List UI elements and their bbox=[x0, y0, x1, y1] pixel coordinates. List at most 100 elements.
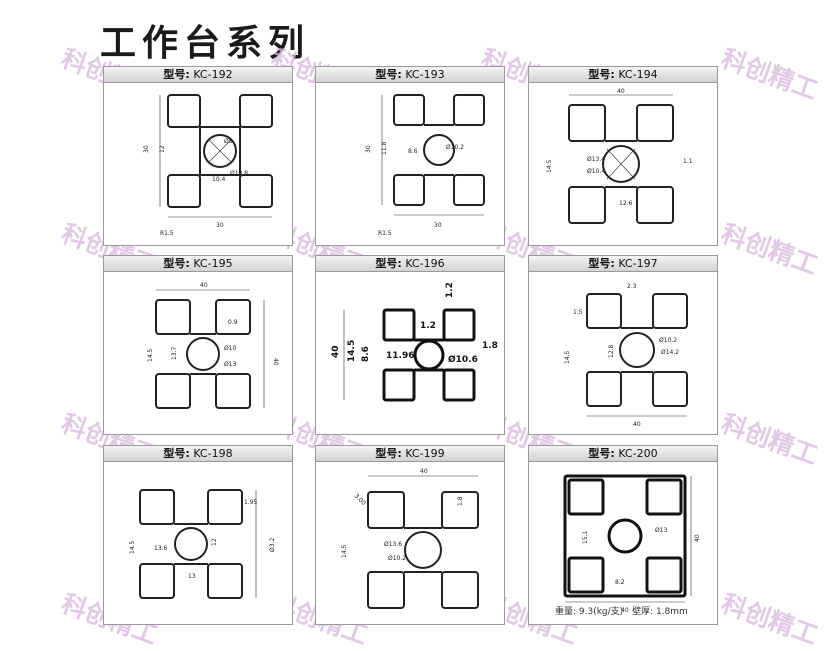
model-label: 型号: bbox=[588, 257, 615, 270]
profile-drawing-kc-194: 40 14.5 12.6 Ø13.4 Ø10.4 1.1 bbox=[546, 88, 693, 224]
model-number: KC-193 bbox=[405, 68, 445, 81]
model-label: 型号: bbox=[163, 68, 190, 81]
watermark-text: 科创精工 bbox=[717, 43, 822, 106]
profile-card-header: 型号: KC-197 bbox=[529, 256, 717, 272]
model-number: KC-197 bbox=[618, 257, 658, 270]
dim-label: 14.5 bbox=[546, 159, 553, 173]
dim-label: 8.6 bbox=[408, 148, 418, 155]
dim-label: 3.00 bbox=[353, 492, 368, 507]
profile-card-header: 型号: KC-194 bbox=[529, 67, 717, 83]
profile-card-kc-192: 型号: KC-192 30 30 12 10.4 Ø8 Ø10.8 R1.5 bbox=[103, 66, 293, 246]
dim-label: Ø10 bbox=[224, 345, 237, 352]
dim-label: 1.8 bbox=[457, 496, 464, 506]
profile-card-header: 型号: KC-193 bbox=[316, 67, 504, 83]
dim-label: 40 bbox=[617, 88, 625, 95]
model-label: 型号: bbox=[375, 447, 402, 460]
dim-label: 10.4 bbox=[212, 176, 226, 183]
profile-card-header: 型号: KC-195 bbox=[104, 256, 292, 272]
dim-label: 40 bbox=[633, 421, 641, 428]
dim-label: 40 bbox=[272, 358, 279, 366]
dim-label: Ø3.2 bbox=[269, 538, 276, 552]
profile-drawing-kc-193: 30 30 11.8 8.6 Ø10.2 R1.5 bbox=[365, 94, 485, 237]
dim-label: 8.6 bbox=[361, 346, 371, 362]
profile-card-kc-199: 型号: KC-199 40 14.5 Ø13.6 Ø10.2 1.8 3.00 bbox=[315, 445, 505, 625]
profile-drawing-kc-200: 40 40 15.1 8.2 Ø13 bbox=[563, 474, 701, 614]
model-label: 型号: bbox=[375, 68, 402, 81]
dim-label: R1.5 bbox=[160, 230, 174, 237]
dim-label: 14.5 bbox=[341, 544, 348, 558]
dim-label: Ø10.2 bbox=[659, 337, 677, 344]
dim-label: 13 bbox=[188, 573, 196, 580]
dim-label: 1.1 bbox=[683, 158, 693, 165]
profile-drawing-kc-192: 30 30 12 10.4 Ø8 Ø10.8 R1.5 bbox=[143, 94, 273, 237]
profile-drawing-kc-196: 40 14.5 8.6 11.96 1.2 1.2 Ø10.6 1.8 bbox=[331, 282, 498, 402]
dim-label: 40 bbox=[200, 282, 208, 289]
dim-label: 15.1 bbox=[582, 530, 589, 544]
profile-card-kc-198: 型号: KC-198 1.95 14.5 13.6 12 13 Ø3.2 bbox=[103, 445, 293, 625]
dim-label: Ø10.2 bbox=[388, 555, 406, 562]
profile-card-kc-193: 型号: KC-193 30 30 11.8 8.6 Ø10.2 R1.5 bbox=[315, 66, 505, 246]
dim-label: 14.5 bbox=[564, 350, 571, 364]
dim-label: 12.6 bbox=[619, 200, 633, 207]
profile-card-header: 型号: KC-198 bbox=[104, 446, 292, 462]
model-label: 型号: bbox=[163, 447, 190, 460]
dim-label: 13.7 bbox=[171, 346, 178, 360]
wall-thickness-spec: 壁厚: 1.8mm bbox=[632, 607, 688, 617]
dim-label: 1.2 bbox=[420, 321, 436, 331]
dim-label: 2.3 bbox=[627, 283, 637, 290]
dim-label: 8.2 bbox=[615, 579, 625, 586]
profile-card-header: 型号: KC-196 bbox=[316, 256, 504, 272]
dim-label: 30 bbox=[216, 222, 224, 229]
dim-label: 12 bbox=[211, 538, 218, 546]
model-label: 型号: bbox=[588, 447, 615, 460]
dim-label: 1.95 bbox=[244, 499, 258, 506]
dim-label: Ø13.6 bbox=[384, 541, 402, 548]
profile-card-header: 型号: KC-192 bbox=[104, 67, 292, 83]
profile-card-header: 型号: KC-199 bbox=[316, 446, 504, 462]
dim-label: Ø13 bbox=[224, 361, 237, 368]
profile-drawing-kc-198: 1.95 14.5 13.6 12 13 Ø3.2 bbox=[129, 489, 276, 599]
model-number: KC-198 bbox=[193, 447, 233, 460]
model-number: KC-196 bbox=[405, 257, 445, 270]
watermark-text: 科创精工 bbox=[717, 588, 822, 651]
dim-label: 40 bbox=[420, 468, 428, 475]
profile-drawing-kc-195: 40 40 13.7 14.5 Ø10 Ø13 0.9 bbox=[147, 282, 279, 409]
spec-footer: 重量: 9.3(kg/支) 壁厚: 1.8mm bbox=[555, 604, 694, 617]
model-number: KC-192 bbox=[193, 68, 233, 81]
dim-label: Ø13.4 bbox=[587, 156, 605, 163]
dim-label: 14.5 bbox=[347, 340, 357, 362]
dim-label: 40 bbox=[694, 534, 701, 542]
dim-label: Ø10.6 bbox=[448, 354, 478, 365]
profile-card-kc-197: 型号: KC-197 40 12.8 14.5 Ø14.2 Ø10.2 1.5 … bbox=[528, 255, 718, 435]
weight-spec: 重量: 9.3(kg/支) bbox=[555, 607, 624, 617]
profile-card-kc-195: 型号: KC-195 40 40 13.7 14.5 Ø10 Ø13 0.9 bbox=[103, 255, 293, 435]
dim-label: 11.96 bbox=[386, 351, 414, 361]
watermark-text: 科创精工 bbox=[717, 408, 822, 471]
dim-label: R1.5 bbox=[378, 230, 392, 237]
model-number: KC-195 bbox=[193, 257, 233, 270]
model-number: KC-194 bbox=[618, 68, 658, 81]
watermark-text: 科创精工 bbox=[717, 218, 822, 281]
dim-label: 14.5 bbox=[147, 348, 154, 362]
dim-label: 40 bbox=[621, 607, 629, 614]
dim-label: Ø13 bbox=[655, 527, 668, 534]
dim-label: 14.5 bbox=[129, 540, 136, 554]
dim-label: 30 bbox=[143, 145, 150, 153]
profile-card-kc-194: 型号: KC-194 40 14.5 12.6 Ø13.4 Ø10.4 1.1 bbox=[528, 66, 718, 246]
dim-label: 1.8 bbox=[482, 341, 498, 351]
dim-label: 0.9 bbox=[228, 319, 238, 326]
profile-card-kc-200: 型号: KC-200 40 40 15.1 8.2 Ø13 bbox=[528, 445, 718, 625]
model-number: KC-200 bbox=[618, 447, 658, 460]
dim-label: 30 bbox=[434, 222, 442, 229]
model-label: 型号: bbox=[588, 68, 615, 81]
profile-drawing-kc-199: 40 14.5 Ø13.6 Ø10.2 1.8 3.00 bbox=[341, 468, 479, 609]
dim-label: Ø10.2 bbox=[446, 144, 464, 151]
dim-label: 13.6 bbox=[154, 545, 168, 552]
dim-label: 30 bbox=[365, 145, 372, 153]
profile-drawing-kc-197: 40 12.8 14.5 Ø14.2 Ø10.2 1.5 2.3 bbox=[564, 283, 688, 428]
dim-label: 1.5 bbox=[573, 309, 583, 316]
model-number: KC-199 bbox=[405, 447, 445, 460]
dim-label: Ø10.8 bbox=[230, 170, 248, 177]
dim-label: 12.8 bbox=[608, 344, 615, 358]
profile-card-kc-196: 型号: KC-196 40 14.5 8.6 11.96 1.2 1.2 Ø10… bbox=[315, 255, 505, 435]
